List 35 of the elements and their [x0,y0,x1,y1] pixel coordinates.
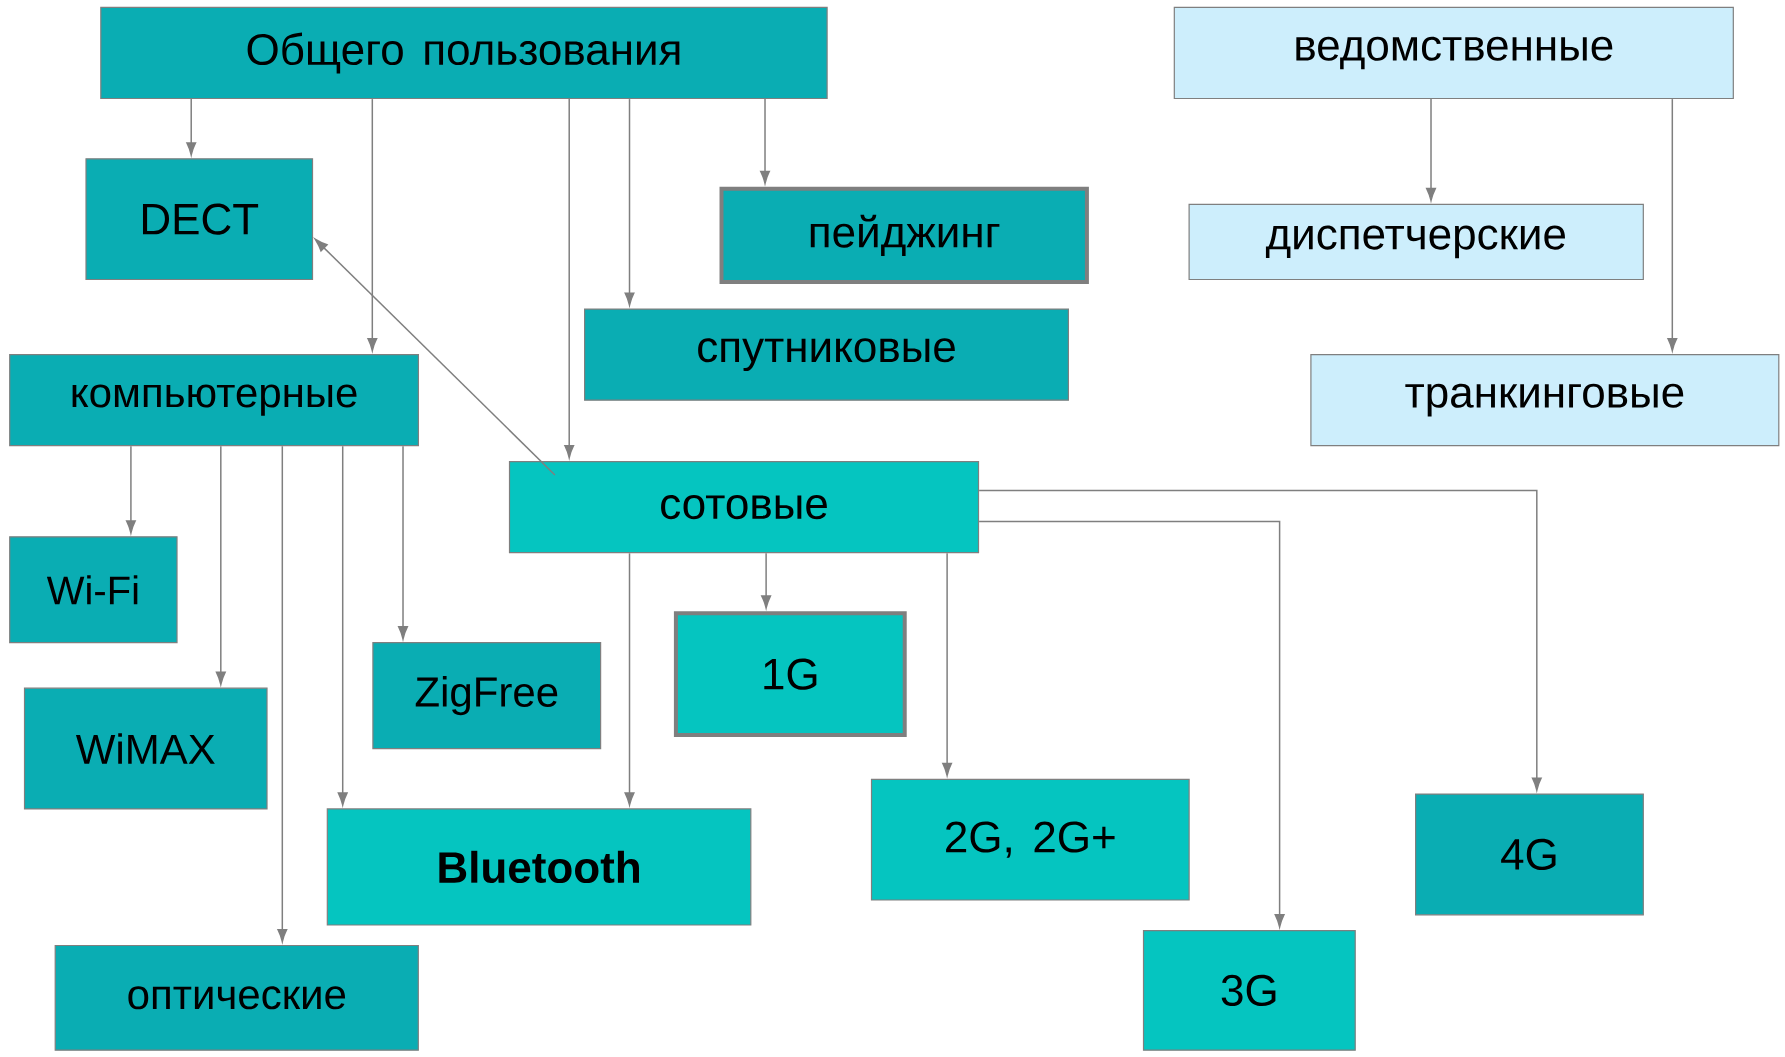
category-box: оптические [54,944,419,1051]
category-box: Wi-Fi [9,536,178,644]
category-box: транкинговые [1310,354,1780,447]
category-box: сотовые [508,461,980,554]
arrow [978,520,1285,928]
arrow [337,445,348,806]
category-box: 1G [673,611,907,738]
category-box: 2G, 2G+ [870,778,1190,901]
arrow [314,238,556,476]
arrow [624,552,635,806]
arrow [942,552,953,777]
category-box: DECT [85,158,314,281]
category-box: Общего пользования [100,6,828,100]
arrow [186,98,197,156]
category-box: спутниковые [584,308,1069,401]
arrow [125,445,136,534]
arrow [1667,98,1678,352]
category-box: WiMAX [23,687,268,810]
arrow [398,445,408,640]
arrow [564,98,575,459]
arrow [1426,98,1436,202]
arrow [367,98,378,352]
category-box: ZigFree [372,642,602,750]
category-box: 3G [1142,930,1356,1051]
category-box: компьютерные [9,354,419,447]
arrow [760,98,770,185]
arrow [761,552,772,609]
category-box: пейджинг [719,186,1089,284]
arrow [277,445,288,943]
category-box: диспетчерские [1188,203,1644,281]
category-box: ведомственные [1173,6,1734,100]
arrow [215,445,226,685]
arrow [978,489,1542,791]
category-box: 4G [1415,793,1644,916]
category-box: Bluetooth [326,808,752,926]
